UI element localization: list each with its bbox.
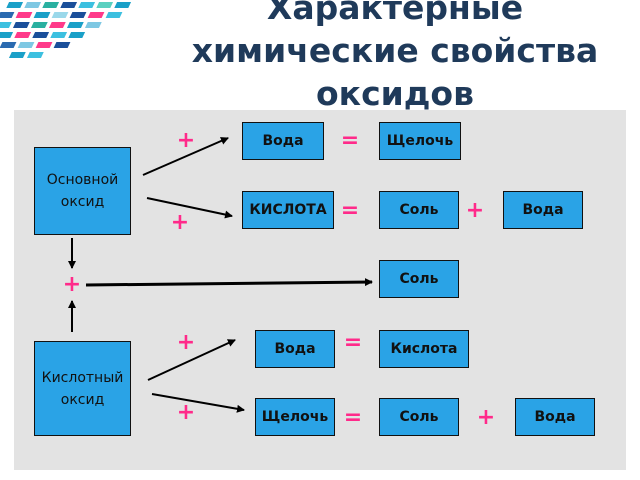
plus-sign: + (176, 330, 196, 355)
page-title: Характерные химические свойства оксидов (150, 0, 640, 115)
water-box-4: Вода (515, 398, 595, 436)
alkali-box-1: Щелочь (379, 122, 461, 160)
arrow-basic-to-water (142, 137, 229, 176)
water-box-2: Вода (503, 191, 583, 229)
acid-oxide-label-2: оксид (60, 391, 105, 408)
plus-sign: + (176, 128, 196, 153)
equals-sign: = (343, 405, 363, 430)
arrow-to-salt (85, 278, 373, 287)
alkali-box-2: Щелочь (255, 398, 335, 436)
basic-oxide-box: Основной оксид (34, 147, 131, 235)
plus-sign: + (62, 272, 82, 297)
acid-box-2: Кислота (379, 330, 469, 368)
title-line-2: химические свойства (191, 31, 599, 70)
plus-sign: + (170, 210, 190, 235)
acid-oxide-box: Кислотный оксид (34, 341, 131, 436)
equals-sign: = (343, 330, 363, 355)
basic-oxide-label-2: оксид (60, 194, 105, 210)
acid-box-1: КИСЛОТА (242, 191, 334, 229)
title-line-3: оксидов (316, 74, 474, 113)
acid-oxide-label-1: Кислотный (41, 369, 124, 386)
arrow-acid-to-alkali (151, 393, 245, 413)
arrow-acid-to-water (147, 339, 236, 381)
arrow-basic-to-acid (146, 197, 233, 219)
water-box-1: Вода (242, 122, 324, 160)
water-box-3: Вода (255, 330, 335, 368)
basic-oxide-label-1: Основной (46, 172, 119, 188)
salt-box-1: Соль (379, 191, 459, 229)
title-line-1: Характерные (266, 0, 524, 27)
decorative-mosaic (0, 2, 132, 58)
plus-sign: + (465, 198, 485, 223)
equals-sign: = (340, 198, 360, 223)
salt-box-mid: Соль (379, 260, 459, 298)
salt-box-2: Соль (379, 398, 459, 436)
equals-sign: = (340, 128, 360, 153)
plus-sign: + (476, 405, 496, 430)
plus-sign: + (176, 400, 196, 425)
